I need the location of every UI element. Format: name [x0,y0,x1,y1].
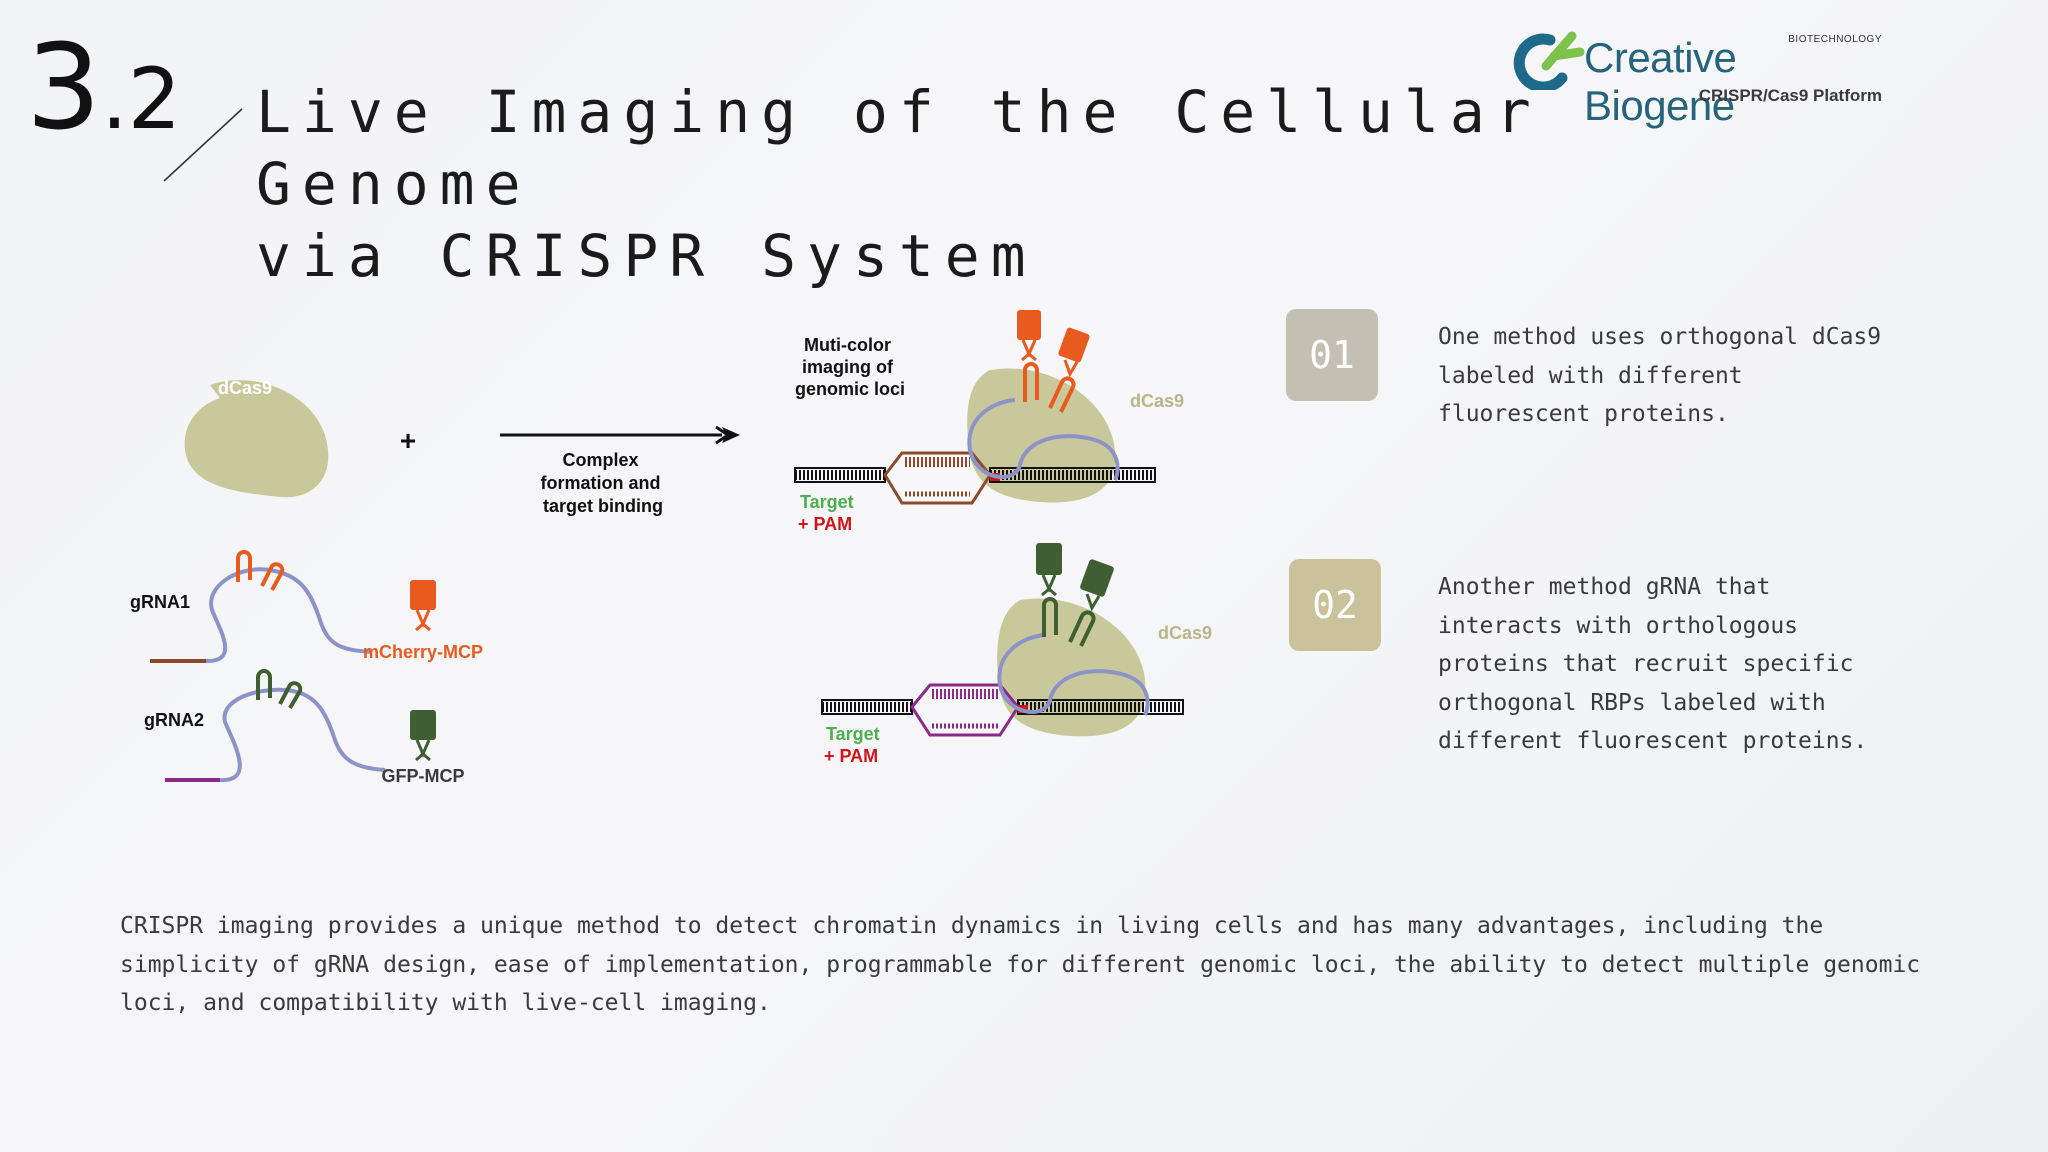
creative-biogene-logo: BIOTECHNOLOGY Creative Biogene CRISPR/Ca… [1510,26,1890,129]
pam-label-top: + PAM [798,514,852,534]
pam-label-bottom: + PAM [824,746,878,766]
multicolor-imaging-label: Muti-color imaging of genomic loci [795,335,905,399]
point-text-2: Another method gRNA that interacts with … [1438,574,1868,754]
multicolor-line-2: imaging of [802,357,894,377]
grna2-label: gRNA2 [144,710,204,730]
multicolor-line-3: genomic loci [795,379,905,399]
arrow-label-line-1: Complex [562,450,638,470]
logo-platform-text: CRISPR/Cas9 Platform [1698,86,1882,105]
point-number-badge-1: 01 [1286,309,1378,401]
target-label-bottom: Target [826,724,880,744]
dcas9-label-bottom: dCas9 [1158,623,1212,643]
logo-mark-icon [1513,31,1585,90]
grna1-label: gRNA1 [130,592,190,612]
plus-sign: + [400,425,416,456]
arrow-label-line-3: target binding [543,496,663,516]
section-number: 3.2 [26,28,181,146]
grna1-structure [150,550,373,664]
point-number-badge-2: 02 [1289,559,1381,651]
bottom-dcas9-complex [821,543,1184,737]
page-title-line-2: via CRISPR System [256,222,1037,290]
mcherry-mcp-icon [410,580,436,632]
top-dcas9-complex [794,310,1156,505]
dcas9-protein-left [184,380,329,498]
mcherry-mcp-label: mCherry-MCP [363,642,483,662]
gfp-mcp-icon [410,710,436,762]
section-major: 3 [26,18,102,156]
page-title: Live Imaging of the Cellular Genome via … [256,76,1676,292]
target-label-top: Target [800,492,854,512]
dcas9-label-left: dCas9 [218,378,272,398]
arrow-label-line-2: formation and [540,473,660,493]
section-minor: .2 [101,50,182,148]
title-slash-divider [163,108,243,182]
gfp-mcp-label: GFP-MCP [382,766,465,786]
logo-biotechnology-text: BIOTECHNOLOGY [1788,34,1882,45]
grna2-structure [165,669,386,783]
page-title-line-1: Live Imaging of the Cellular Genome [256,78,1542,218]
point-text-1: One method uses orthogonal dCas9 labeled… [1438,324,1882,427]
arrow-label: Complex formation and target binding [540,450,665,516]
crispr-imaging-diagram: dCas9 + Complex formation and target bin… [130,310,1212,786]
summary-paragraph: CRISPR imaging provides a unique method … [120,913,1921,1016]
dcas9-label-top: dCas9 [1130,391,1184,411]
complex-formation-arrow [500,425,740,445]
multicolor-line-1: Muti-color [804,335,891,355]
logo-brand-name: Creative Biogene [1584,34,1737,129]
